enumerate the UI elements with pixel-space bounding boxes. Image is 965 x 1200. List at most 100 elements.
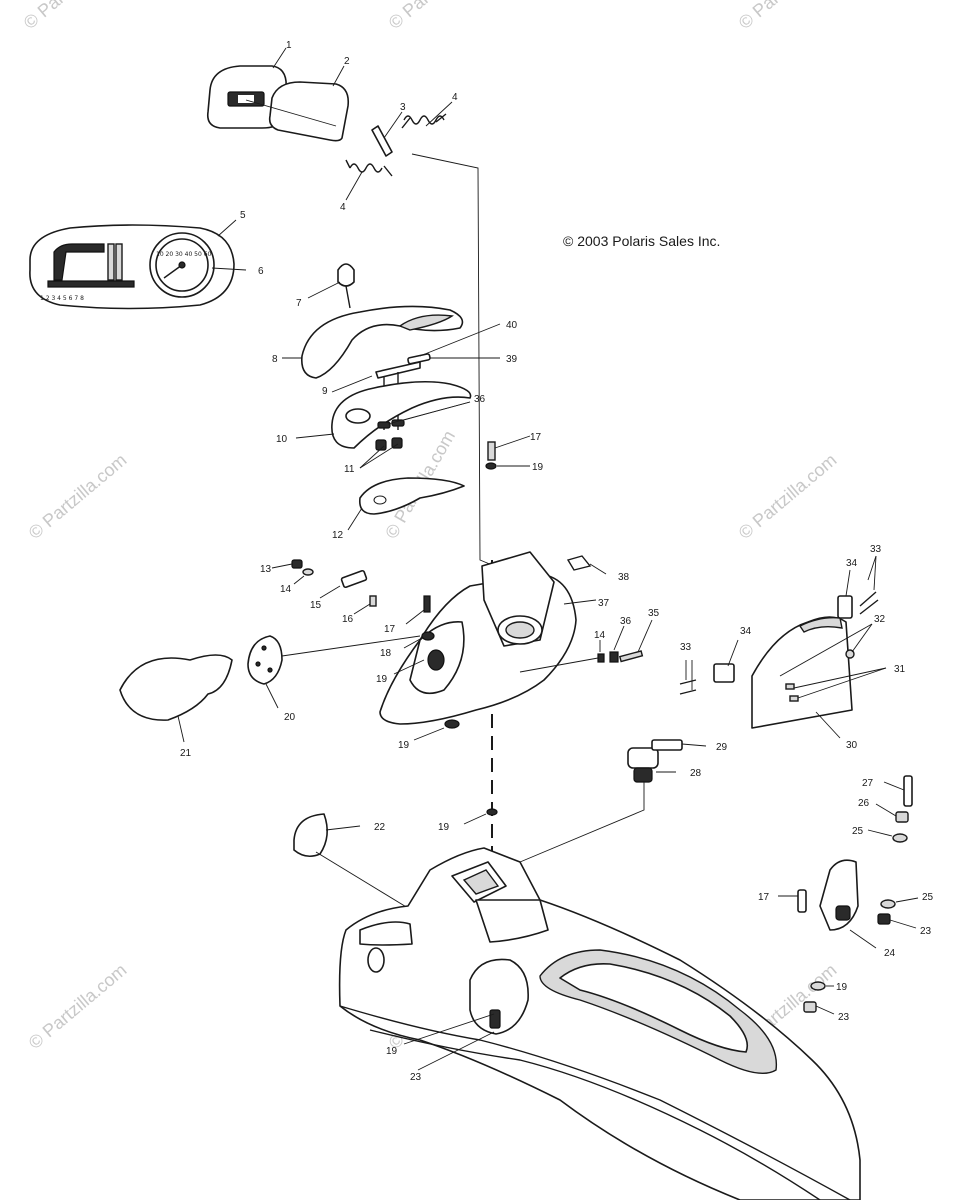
callout-23-lower-right: 23 <box>838 1012 850 1023</box>
callout-38: 38 <box>618 572 630 583</box>
part-25-washer-upper <box>892 833 908 843</box>
part-13-nut <box>291 559 303 569</box>
gauge-scale-text: 1 2 3 4 5 6 7 8 <box>40 295 84 302</box>
callout-25-lower: 25 <box>922 892 934 903</box>
part-4-spring-lower <box>345 159 393 177</box>
callout-1: 1 <box>286 40 292 51</box>
gauge-speed-text: 10 20 30 40 50 60 <box>156 251 212 258</box>
callout-32: 32 <box>874 614 886 625</box>
part-8-upper-shroud <box>300 305 464 379</box>
callout-33-upper: 33 <box>870 544 882 555</box>
callout-3: 3 <box>400 102 406 113</box>
part-31-screws <box>785 683 799 702</box>
callout-15: 15 <box>310 600 322 611</box>
part-23-nut-right <box>877 913 891 925</box>
callout-35: 35 <box>648 608 660 619</box>
callout-7: 7 <box>296 298 302 309</box>
callout-4-lower: 4 <box>340 202 346 213</box>
callout-16: 16 <box>342 614 354 625</box>
part-30-side-panel <box>751 616 853 729</box>
watermark-bottom-left: © Partzilla.com <box>25 960 131 1053</box>
copyright-text: © 2003 Polaris Sales Inc. <box>563 233 720 249</box>
callout-33-lower: 33 <box>680 642 692 653</box>
part-11-grommets <box>375 419 405 451</box>
part-7-knob <box>337 263 355 309</box>
watermark-mid-right: © Partzilla.com <box>735 450 841 543</box>
callout-6: 6 <box>258 266 264 277</box>
callout-29: 29 <box>716 742 728 753</box>
part-17-bolt-upper <box>485 441 497 470</box>
callout-19-upper: 19 <box>532 462 544 473</box>
part-34-hinge-upper <box>837 595 853 619</box>
callout-39: 39 <box>506 354 518 365</box>
part-39-pin <box>407 353 431 365</box>
part-19-washer-right <box>810 981 826 991</box>
callout-22: 22 <box>374 822 386 833</box>
callout-labels: 1 2 3 4 4 5 6 7 8 9 10 11 12 40 39 36 17… <box>180 40 934 1083</box>
callout-2: 2 <box>344 56 350 67</box>
part-20-mirror-mount <box>247 635 283 685</box>
callout-19-right: 19 <box>836 982 848 993</box>
callout-37: 37 <box>598 598 610 609</box>
callout-17-lower: 17 <box>758 892 770 903</box>
part-12-plate <box>358 477 465 515</box>
part-23-nut-lower-right <box>803 1001 817 1013</box>
callout-19-center: 19 <box>438 822 450 833</box>
callout-30: 30 <box>846 740 858 751</box>
callout-40: 40 <box>506 320 518 331</box>
part-18-washer <box>421 631 435 641</box>
callout-28: 28 <box>690 768 702 779</box>
callout-10: 10 <box>276 434 288 445</box>
part-1-display-housing <box>206 65 288 129</box>
callout-19-console-lower: 19 <box>398 740 410 751</box>
part-19-washer-center <box>486 808 498 816</box>
part-4-spring-upper <box>401 113 447 129</box>
cable-leader <box>411 153 493 566</box>
callout-19-hull: 19 <box>386 1046 398 1057</box>
hull-deck <box>338 847 861 1200</box>
callout-36-upper: 36 <box>474 394 486 405</box>
callout-27: 27 <box>862 778 874 789</box>
watermark-top-left: © Partzilla.com <box>20 0 126 33</box>
part-28-plug <box>627 747 659 783</box>
part-27-bolt <box>903 775 913 807</box>
callout-21: 21 <box>180 748 192 759</box>
part-35-screw <box>618 650 644 663</box>
callout-18: 18 <box>380 648 392 659</box>
callout-25-upper: 25 <box>852 826 864 837</box>
watermark-top-center: © Partzilla.com <box>385 0 491 33</box>
part-19-washer-console <box>444 719 460 729</box>
part-17-bolt-lower <box>797 889 807 913</box>
part-17-bolt-console <box>423 595 431 613</box>
callout-31: 31 <box>894 664 906 675</box>
part-21-mirror <box>119 654 233 721</box>
part-29-stem <box>651 739 683 751</box>
watermark-top-right: © Partzilla.com <box>735 0 841 33</box>
part-36-washer-right <box>609 651 619 663</box>
part-10-lower-shroud <box>331 380 472 449</box>
callout-36-right: 36 <box>620 616 632 627</box>
part-16-screw <box>369 595 377 607</box>
callout-17-console: 17 <box>384 624 396 635</box>
callout-14-left: 14 <box>280 584 292 595</box>
part-25-washer-lower <box>880 899 896 909</box>
callout-4-upper: 4 <box>452 92 458 103</box>
callout-24: 24 <box>884 948 896 959</box>
callout-5: 5 <box>240 210 246 221</box>
part-5-instrument-cluster: 1 2 3 4 5 6 7 8 10 20 30 40 50 60 <box>29 224 235 310</box>
callout-23-hull: 23 <box>410 1072 422 1083</box>
callout-20: 20 <box>284 712 296 723</box>
part-14-washer-right <box>597 653 605 663</box>
callout-26: 26 <box>858 798 870 809</box>
part-24-bracket <box>819 859 859 931</box>
watermark-mid-left: © Partzilla.com <box>25 450 131 543</box>
callout-13: 13 <box>260 564 272 575</box>
callout-23-right: 23 <box>920 926 932 937</box>
part-34-hinge-lower <box>713 663 735 683</box>
part-33-screws-upper <box>859 591 879 615</box>
callout-34-lower: 34 <box>740 626 752 637</box>
part-22-decal <box>293 813 328 858</box>
part-14-washer-left <box>302 568 314 576</box>
part-3-wire-clip <box>371 125 393 157</box>
